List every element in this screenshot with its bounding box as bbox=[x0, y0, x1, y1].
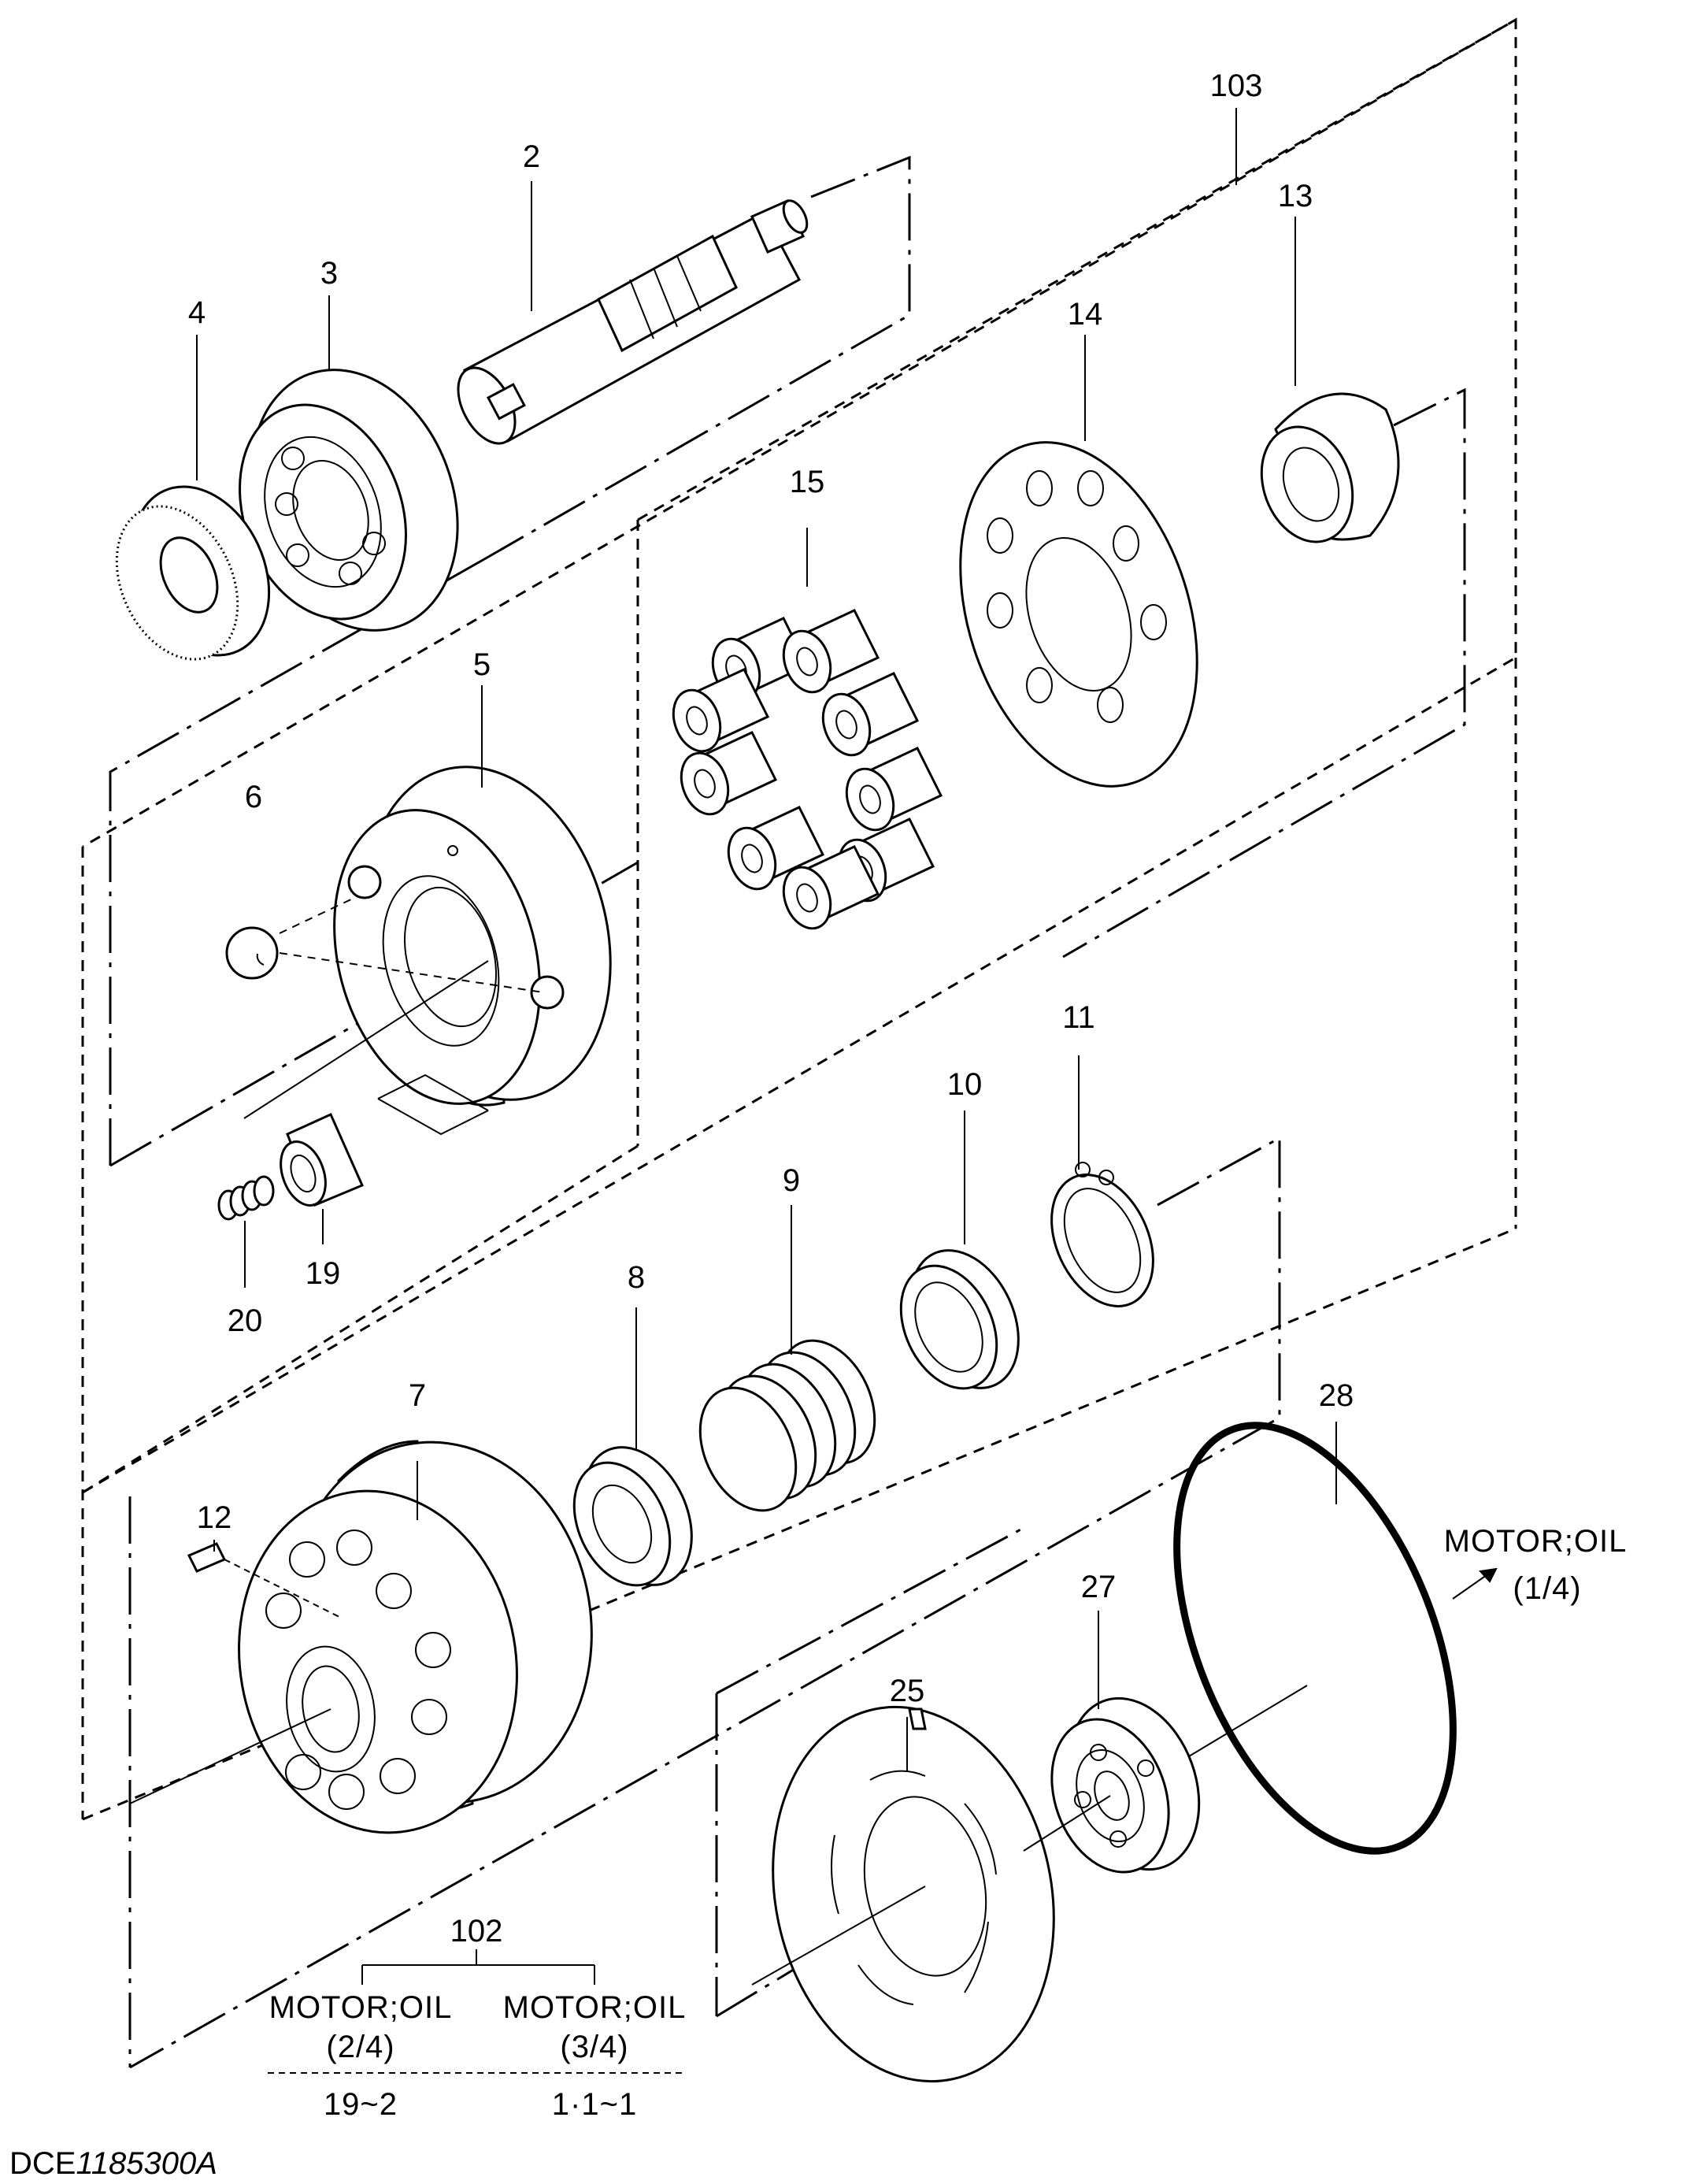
seal-ring-part-8[interactable] bbox=[555, 1429, 713, 1602]
label-4: 4 bbox=[188, 295, 206, 330]
label-28: 28 bbox=[1319, 1378, 1354, 1413]
label-103: 103 bbox=[1210, 69, 1263, 103]
ball-part-6[interactable] bbox=[225, 897, 544, 993]
label-leader-lines bbox=[196, 108, 1337, 1772]
label-11: 11 bbox=[1062, 1000, 1095, 1035]
label-13: 13 bbox=[1278, 179, 1313, 213]
drawing-code: DCE1185300A bbox=[9, 2146, 217, 2181]
assembly-102-boundary bbox=[82, 18, 1517, 1494]
ref-left-index: 19~2 bbox=[324, 2087, 398, 2122]
housing-5-leader-lines bbox=[243, 960, 489, 1136]
bearing-part-3[interactable] bbox=[211, 340, 492, 659]
ref-right-title: MOTOR;OIL bbox=[1444, 1524, 1628, 1559]
valve-plate-25-leader bbox=[751, 1886, 926, 1986]
shaft-part-2[interactable] bbox=[446, 197, 812, 453]
label-2: 2 bbox=[523, 139, 540, 174]
drawing-code-number: 1185300A bbox=[76, 2146, 217, 2181]
snap-ring-part-11[interactable] bbox=[1031, 1159, 1173, 1323]
retainer-plate-part-14[interactable] bbox=[919, 412, 1238, 818]
valve-plate-part-25[interactable] bbox=[739, 1681, 1087, 2108]
reference-motor-oil-3-4[interactable]: MOTOR;OIL (3/4) 1·1~1 bbox=[503, 1990, 687, 2122]
label-8: 8 bbox=[628, 1260, 645, 1295]
label-6: 6 bbox=[245, 780, 262, 814]
housing-part-5[interactable] bbox=[303, 740, 646, 1128]
piston-set-part-15[interactable] bbox=[665, 609, 943, 935]
label-20: 20 bbox=[228, 1303, 263, 1338]
oil-seal-part-4[interactable] bbox=[93, 465, 294, 679]
label-14: 14 bbox=[1068, 297, 1103, 332]
label-15: 15 bbox=[790, 465, 825, 499]
svg-text:DCE1185300A: DCE1185300A bbox=[9, 2146, 217, 2181]
assembly-103-boundary bbox=[81, 17, 1517, 1821]
spacer-ring-part-10[interactable] bbox=[882, 1233, 1039, 1405]
spring-part-9[interactable] bbox=[681, 1325, 893, 1526]
spherical-bushing-part-13[interactable] bbox=[1246, 392, 1400, 554]
spring-part-20[interactable] bbox=[217, 1175, 275, 1221]
label-19: 19 bbox=[306, 1256, 341, 1291]
drawing-code-prefix: DCE bbox=[9, 2146, 76, 2181]
label-9: 9 bbox=[783, 1163, 800, 1198]
label-3: 3 bbox=[320, 256, 338, 291]
ref-left-page: (2/4) bbox=[326, 2030, 394, 2064]
reference-motor-oil-2-4[interactable]: MOTOR;OIL (2/4) 19~2 bbox=[269, 1990, 453, 2122]
ref-mid-index: 1·1~1 bbox=[552, 2087, 637, 2122]
bearing-part-27[interactable] bbox=[1023, 1680, 1222, 1889]
label-102: 102 bbox=[450, 1914, 503, 1949]
label-7: 7 bbox=[409, 1378, 426, 1413]
assembly-102-references bbox=[268, 1949, 685, 2074]
ref-left-title: MOTOR;OIL bbox=[269, 1990, 453, 2025]
label-12: 12 bbox=[197, 1500, 232, 1535]
cylinder-block-7-leader bbox=[129, 1708, 331, 1804]
o-ring-part-28[interactable] bbox=[1121, 1386, 1509, 1891]
label-27: 27 bbox=[1081, 1570, 1117, 1604]
cylinder-block-part-7[interactable] bbox=[213, 1418, 620, 1856]
part-number-labels: 103 2 3 4 13 14 15 5 6 11 10 9 19 20 8 2… bbox=[188, 69, 1354, 1949]
pin-part-12[interactable] bbox=[187, 1542, 343, 1619]
label-25: 25 bbox=[890, 1674, 925, 1708]
ref-right-page: (1/4) bbox=[1513, 1571, 1581, 1606]
label-10: 10 bbox=[947, 1067, 983, 1102]
label-5: 5 bbox=[473, 647, 491, 682]
ref-mid-page: (3/4) bbox=[560, 2030, 628, 2064]
ref-mid-title: MOTOR;OIL bbox=[503, 1990, 687, 2025]
bushing-part-19[interactable] bbox=[272, 1113, 364, 1211]
reference-motor-oil-1-4[interactable]: MOTOR;OIL (1/4) bbox=[1444, 1524, 1628, 1606]
